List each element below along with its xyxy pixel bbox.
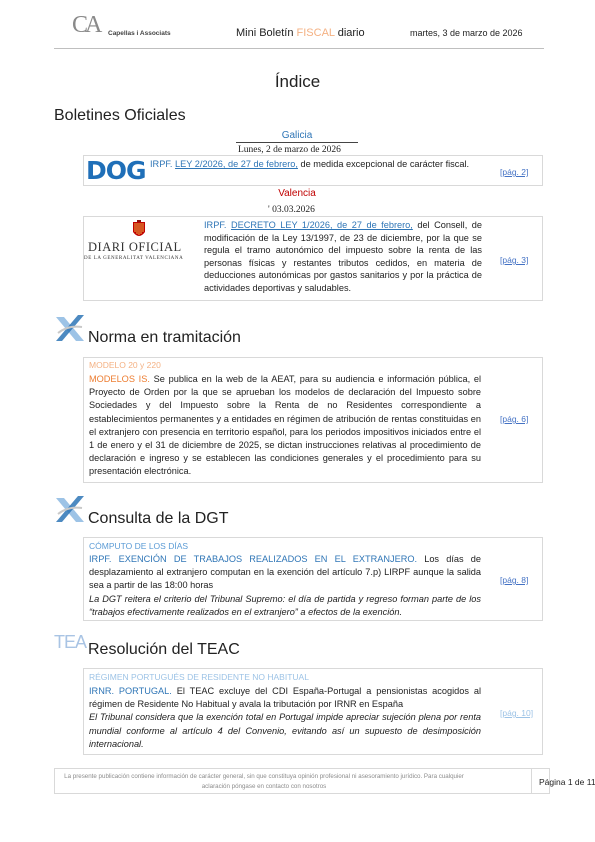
- firm-name: Capellas i Associats: [108, 30, 171, 37]
- bulletin-title-prefix: Mini Boletín: [236, 27, 297, 39]
- teac-entry: [83, 668, 543, 755]
- teac-description: El TEAC excluye del CDI España-Portugal …: [89, 686, 481, 710]
- teac-summary: El Tribunal considera que la exención to…: [89, 712, 481, 749]
- index-title: Índice: [274, 72, 321, 91]
- valencia-entry-text-top: IRPF. DECRETO LEY 1/2026, de 27 de febre…: [204, 219, 482, 295]
- bulletin-title-suffix: diario: [334, 27, 365, 39]
- consulta-entry: [83, 537, 543, 621]
- dog-logo: DOG: [86, 156, 147, 185]
- section-title-boletines: Boletines Oficiales: [54, 107, 186, 124]
- consulta-section-icon: [56, 496, 84, 522]
- galicia-entry: [83, 155, 543, 186]
- consulta-summary: La DGT reitera el criterio del Tribunal …: [89, 593, 481, 617]
- galicia-page-link[interactable]: [pág. 2]: [500, 167, 529, 177]
- firm-logo: CA Capellas i Associats: [72, 12, 182, 40]
- norma-entry: [83, 357, 543, 483]
- norma-page-link[interactable]: [pág. 6]: [500, 414, 529, 424]
- norma-tag: MODELOS IS.: [89, 374, 150, 384]
- valencia-entry: [83, 216, 543, 301]
- header-divider: [54, 48, 544, 49]
- teac-page-link[interactable]: [pág. 10]: [500, 708, 534, 718]
- galicia-date: Lunes, 2 de marzo de 2026: [238, 145, 341, 155]
- bulletin-title-highlight: FISCAL: [296, 27, 335, 39]
- footer-divider: [531, 769, 532, 793]
- galicia-tag: IRPF.: [150, 159, 173, 169]
- page-footer: La presente publicación contiene informa…: [54, 768, 595, 794]
- valencia-page-link[interactable]: [pág. 3]: [500, 255, 529, 265]
- bulletin-date: martes, 3 de marzo de 2026: [410, 28, 523, 38]
- teac-tag: IRNR. PORTUGAL.: [89, 686, 172, 696]
- footer-disclaimer: La presente publicación contiene informa…: [64, 773, 464, 790]
- norma-kicker: MODELO 20 y 220: [89, 360, 161, 370]
- dogv-crest-icon: [133, 220, 145, 236]
- bulletin-title: Mini Boletín FISCAL diario: [236, 27, 365, 39]
- page-number: Página 1 de 11: [539, 777, 595, 787]
- dogv-logo: DIARI OFICIAL DE LA GENERALITAT VALENCIA…: [84, 220, 198, 264]
- section-title-norma: Norma en tramitación: [88, 329, 241, 346]
- galicia-entry-text: IRPF. LEY 2/2026, de 27 de febrero, de m…: [150, 158, 482, 171]
- dogv-logo-name: DIARI OFICIAL: [88, 240, 182, 254]
- region-galicia: Galicia: [236, 130, 358, 143]
- teac-entry-text: IRNR. PORTUGAL. El TEAC excluye del CDI …: [89, 685, 481, 751]
- norma-section-icon: [56, 315, 84, 341]
- teac-kicker: RÉGIMEN PORTUGUÉS DE RESIDENTE NO HABITU…: [89, 672, 309, 682]
- norma-entry-text: MODELOS IS. Se publica en la web de la A…: [89, 373, 481, 479]
- valencia-tag: IRPF.: [204, 220, 227, 230]
- galicia-law-link[interactable]: LEY 2/2026, de 27 de febrero,: [175, 159, 298, 169]
- consulta-entry-text: IRPF. EXENCIÓN DE TRABAJOS REALIZADOS EN…: [89, 553, 481, 619]
- section-title-consulta: Consulta de la DGT: [88, 510, 229, 527]
- valencia-description: del Consell, de modificación de la Ley 1…: [204, 220, 482, 293]
- galicia-description: de medida excepcional de carácter fiscal…: [297, 159, 470, 169]
- consulta-tag: IRPF. EXENCIÓN DE TRABAJOS REALIZADOS EN…: [89, 554, 418, 564]
- consulta-kicker: CÓMPUTO DE LOS DÍAS: [89, 541, 189, 551]
- firm-logo-mark: CA: [72, 12, 102, 38]
- section-title-teac: Resolución del TEAC: [88, 641, 240, 658]
- valencia-date: ' 03.03.2026: [268, 205, 315, 215]
- consulta-page-link[interactable]: [pág. 8]: [500, 575, 529, 585]
- teac-section-icon: TEA: [54, 632, 87, 652]
- norma-description: Se publica en la web de la AEAT, para su…: [89, 374, 482, 477]
- region-valencia: Valencia: [278, 188, 316, 199]
- valencia-law-link[interactable]: DECRETO LEY 1/2026, de 27 de febrero,: [230, 220, 413, 230]
- dogv-logo-subtitle: DE LA GENERALITAT VALENCIANA: [84, 256, 184, 261]
- consulta-description: Los días de desplazamiento al extranjero…: [89, 554, 481, 591]
